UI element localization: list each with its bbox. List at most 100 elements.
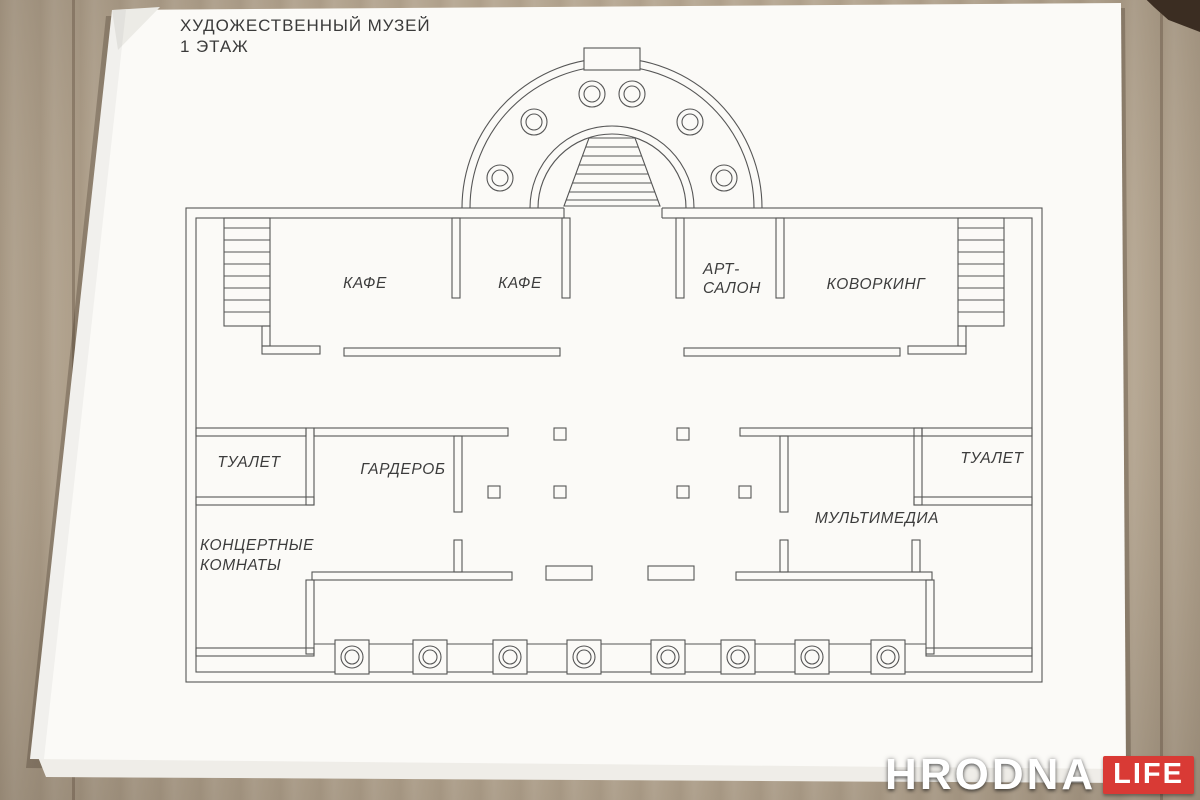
wall-segment (261, 345, 321, 355)
room-label-cafe-right: КАФЕ (498, 275, 542, 292)
wall-segment (683, 347, 901, 357)
wall-segment (775, 217, 785, 299)
column-icon (578, 80, 606, 108)
column-icon (344, 649, 360, 665)
column-icon (730, 649, 746, 665)
pillar-icon (553, 485, 567, 499)
room-label-multimedia: МУЛЬТИМЕДИА (815, 510, 939, 527)
wall-segment (911, 539, 921, 573)
column-base (492, 639, 528, 675)
entrance-opening (564, 204, 662, 222)
room-label-cafe-left: КАФЕ (343, 275, 387, 292)
pillar-icon (487, 485, 501, 499)
column-icon (710, 164, 738, 192)
wall-segment (451, 217, 461, 299)
column-icon (676, 108, 704, 136)
room-label-art-salon-line1: АРТ- (702, 261, 740, 278)
column-base (412, 639, 448, 675)
stairwell-right (907, 217, 1005, 355)
column-icon (660, 649, 676, 665)
room-label-toilet-right: ТУАЛЕТ (960, 450, 1024, 467)
room-label-toilet-left: ТУАЛЕТ (217, 454, 281, 471)
wood-plank-seam (1160, 0, 1163, 800)
column-icon (576, 649, 592, 665)
stairwell-left (223, 217, 321, 355)
wall-segment (779, 539, 789, 573)
column-icon (491, 169, 509, 187)
paper-left-edge-shade (30, 10, 126, 759)
column-icon (340, 645, 364, 669)
column-icon (520, 108, 548, 136)
wall-segment (675, 217, 685, 299)
rotunda-columns (486, 80, 738, 192)
watermark-suffix-badge: LIFE (1103, 756, 1194, 794)
column-icon (418, 645, 442, 669)
column-base (650, 639, 686, 675)
column-base (334, 639, 370, 675)
lower-zone-walls (195, 539, 1033, 657)
hall-pillars (487, 427, 752, 499)
room-label-coworking: КОВОРКИНГ (827, 276, 927, 293)
entrance-stairs-icon (563, 137, 661, 207)
column-icon (502, 649, 518, 665)
column-base (870, 639, 906, 675)
column-icon (486, 164, 514, 192)
wall-segment (453, 435, 463, 513)
paper-under-sheet (38, 757, 1126, 783)
column-base (794, 639, 830, 675)
middle-zone-walls (195, 427, 1033, 513)
column-icon (498, 645, 522, 669)
wall-block (545, 565, 593, 581)
column-base (720, 639, 756, 675)
wall-segment (195, 496, 315, 506)
floor-plan-linework (185, 47, 1043, 683)
top-room-partitions (451, 217, 785, 299)
wall-segment (313, 427, 509, 437)
wall-segment (907, 345, 967, 355)
paper-stack (26, 3, 1131, 783)
paper-sheet (30, 3, 1126, 769)
wall-segment (305, 579, 315, 655)
room-label-wardrobe: ГАРДЕРОБ (360, 461, 445, 478)
column-icon (800, 645, 824, 669)
column-icon (804, 649, 820, 665)
wall-segment (913, 496, 1033, 506)
wall-block (647, 565, 695, 581)
column-icon (656, 645, 680, 669)
bottom-colonnade (314, 639, 926, 675)
column-icon (618, 80, 646, 108)
wall-segment (195, 647, 315, 657)
stairwell-outline (223, 217, 271, 327)
corridor-walls (343, 347, 901, 357)
room-label-art-salon-line2: САЛОН (703, 280, 761, 297)
wall-segment (779, 435, 789, 513)
wall-segment (561, 217, 571, 299)
rotunda-inner-arc (529, 125, 695, 209)
room-label-concert-line2: КОМНАТЫ (200, 557, 281, 574)
column-icon (583, 85, 601, 103)
rotunda-top-niche (583, 47, 641, 71)
column-icon (715, 169, 733, 187)
column-icon (681, 113, 699, 131)
watermark-brand: HRODNA (885, 750, 1097, 799)
plan-title-line2: 1 ЭТАЖ (180, 37, 249, 56)
wall-segment (343, 347, 561, 357)
column-base (566, 639, 602, 675)
column-icon (525, 113, 543, 131)
wall-segment (925, 647, 1033, 657)
pillar-icon (676, 427, 690, 441)
column-icon (880, 649, 896, 665)
rotunda-inner-arc-inner-line (537, 133, 687, 209)
entrance-rotunda (461, 47, 763, 209)
wall-segment (735, 571, 933, 581)
pillar-icon (738, 485, 752, 499)
column-icon (572, 645, 596, 669)
column-icon (876, 645, 900, 669)
wall-segment (311, 571, 513, 581)
pillar-icon (676, 485, 690, 499)
column-icon (623, 85, 641, 103)
paper-corner-fold (112, 7, 160, 50)
column-icon (422, 649, 438, 665)
